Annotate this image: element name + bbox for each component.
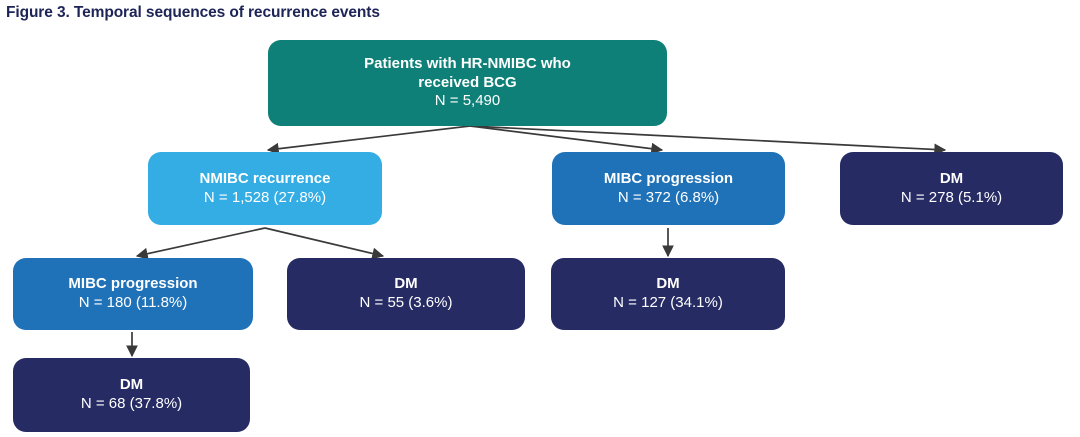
figure-title: Figure 3. Temporal sequences of recurren…	[6, 4, 380, 21]
edge-nmibc-to-dm-after-nmibc	[264, 227, 385, 260]
node-dm-after-mibc-label: DM	[656, 275, 680, 293]
node-dm-after-nmibc[interactable]: DM N = 55 (3.6%)	[287, 258, 525, 330]
node-dm-after-nmibc-mibc[interactable]: DM N = 68 (37.8%)	[13, 358, 250, 432]
edge-nmibc-to-mibc-after-nmibc	[135, 227, 266, 260]
node-dm-direct-label: DM	[939, 169, 964, 187]
node-mibc-progression[interactable]: MIBC progression N = 372 (6.8%)	[552, 152, 785, 225]
node-mibc-after-nmibc[interactable]: MIBC progression N = 180 (11.8%)	[13, 258, 253, 330]
node-root-line2: received BCG	[418, 73, 517, 91]
node-mibc-progression-label: MIBC progression	[603, 169, 734, 187]
node-dm-after-mibc-count: N = 127 (34.1%)	[613, 294, 723, 311]
node-root[interactable]: Patients with HR-NMIBC who received BCG …	[268, 40, 667, 126]
node-nmibc-recurrence-label: NMIBC recurrence	[199, 169, 331, 187]
node-nmibc-recurrence-count: N = 1,528 (27.8%)	[203, 188, 327, 206]
node-dm-direct[interactable]: DM N = 278 (5.1%)	[840, 152, 1063, 225]
node-mibc-progression-count: N = 372 (6.8%)	[617, 188, 720, 206]
node-dm-after-nmibc-label: DM	[394, 275, 418, 293]
node-root-line1: Patients with HR-NMIBC who	[364, 55, 571, 73]
node-nmibc-recurrence[interactable]: NMIBC recurrence N = 1,528 (27.8%)	[148, 152, 382, 225]
node-root-count: N = 5,490	[434, 92, 501, 110]
edge-root-to-dm-direct	[469, 125, 947, 156]
node-dm-direct-count: N = 278 (5.1%)	[900, 188, 1003, 206]
node-mibc-after-nmibc-count: N = 180 (11.8%)	[78, 294, 188, 311]
node-mibc-after-nmibc-label: MIBC progression	[68, 275, 198, 293]
node-dm-after-nmibc-count: N = 55 (3.6%)	[359, 294, 453, 311]
edge-root-to-mibc-progression	[469, 125, 664, 155]
edge-root-to-nmibc-recurrence	[266, 125, 471, 155]
node-dm-after-nmibc-mibc-label: DM	[119, 376, 144, 394]
node-dm-after-mibc[interactable]: DM N = 127 (34.1%)	[551, 258, 785, 330]
node-dm-after-nmibc-mibc-count: N = 68 (37.8%)	[80, 395, 183, 412]
